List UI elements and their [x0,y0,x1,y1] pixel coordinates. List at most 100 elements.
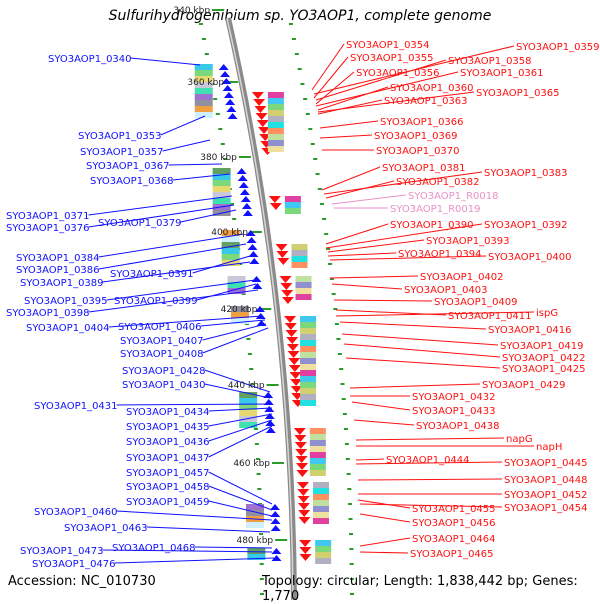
gene-label-forward[interactable]: SYO3AOP1_0384 [16,253,100,264]
gene-label-reverse[interactable]: SYO3AOP1_0370 [376,146,460,157]
gene-arrow-forward [269,504,280,510]
gene-label-reverse[interactable]: SYO3AOP1_0402 [420,272,504,283]
gene-label-reverse[interactable]: SYO3AOP1_0363 [384,96,468,107]
gene-label-forward[interactable]: SYO3AOP1_0389 [20,278,104,289]
gene-label-reverse[interactable]: SYO3AOP1_0422 [502,353,586,364]
gene-label-reverse[interactable]: SYO3AOP1_0394 [398,249,482,260]
gene-label-forward[interactable]: SYO3AOP1_0371 [6,211,90,222]
gene-label-reverse[interactable]: SYO3AOP1_0432 [412,392,496,403]
gene-block [300,334,317,340]
gene-label-forward[interactable]: SYO3AOP1_0435 [126,422,210,433]
gene-label-forward[interactable]: SYO3AOP1_0368 [90,176,174,187]
gene-label-forward[interactable]: SYO3AOP1_0428 [122,366,206,377]
gene-block [245,522,264,528]
gene-label-reverse[interactable]: SYO3AOP1_0455 [412,504,496,515]
gene-label-forward[interactable]: SYO3AOP1_0399 [114,296,198,307]
gene-label-reverse[interactable]: SYO3AOP1_0360 [390,83,474,94]
gene-block [247,548,266,554]
gene-label-forward[interactable]: SYO3AOP1_0395 [24,296,108,307]
callout-line-forward [208,425,273,458]
right-callout-lines [311,43,535,554]
gene-block [194,106,213,112]
gene-label-reverse[interactable]: SYO3AOP1_0464 [412,534,496,545]
gene-label-reverse[interactable]: SYO3AOP1_0433 [412,406,496,417]
gene-label-reverse[interactable]: SYO3AOP1_0425 [502,364,586,375]
gene-label-reverse[interactable]: SYO3AOP1_0390 [390,220,474,231]
gene-label-forward[interactable]: SYO3AOP1_0408 [120,349,204,360]
gene-arrow-reverse [288,358,301,365]
gene-label-forward[interactable]: SYO3AOP1_0398 [6,308,90,319]
gene-label-forward[interactable]: SYO3AOP1_0404 [26,323,110,334]
gene-label-reverse[interactable]: SYO3AOP1_0452 [504,490,588,501]
gene-label-forward[interactable]: SYO3AOP1_0436 [126,437,210,448]
gene-arrow-reverse [251,92,264,99]
gene-label-reverse[interactable]: SYO3AOP1_0454 [504,503,588,514]
gene-block [267,140,284,146]
gene-label-reverse[interactable]: SYO3AOP1_0392 [484,220,568,231]
gene-label-reverse[interactable]: napG [506,434,533,445]
gene-label-reverse[interactable]: SYO3AOP1_0382 [396,177,480,188]
gene-label-reverse[interactable]: SYO3AOP1_0416 [488,325,572,336]
gene-label-reverse[interactable]: SYO3AOP1_0444 [386,455,470,466]
gene-label-reverse[interactable]: SYO3AOP1_0359 [516,42,600,53]
gene-label-forward[interactable]: SYO3AOP1_0391 [110,269,194,280]
gene-label-reverse[interactable]: SYO3AOP1_0356 [356,68,440,79]
gene-label-forward[interactable]: SYO3AOP1_0386 [16,265,100,276]
callout-line-forward [192,255,251,274]
gene-block [300,388,317,394]
gene-label-reverse[interactable]: SYO3AOP1_0365 [476,88,560,99]
gene-label-forward[interactable]: SYO3AOP1_0376 [6,223,90,234]
gene-label-reverse[interactable]: SYO3AOP1_0393 [426,236,510,247]
gene-label-forward[interactable]: SYO3AOP1_0379 [98,218,182,229]
gene-label-forward[interactable]: SYO3AOP1_0357 [80,147,164,158]
gene-label-forward[interactable]: SYO3AOP1_0431 [34,401,118,412]
gene-label-reverse[interactable]: SYO3AOP1_0355 [350,53,434,64]
gene-label-reverse[interactable]: SYO3AOP1_0383 [484,168,568,179]
gene-label-forward[interactable]: SYO3AOP1_0463 [64,523,148,534]
gene-label-reverse[interactable]: ispG [536,308,558,319]
gene-label-forward[interactable]: SYO3AOP1_0460 [34,507,118,518]
gene-label-forward[interactable]: SYO3AOP1_0430 [122,380,206,391]
gene-label-forward[interactable]: SYO3AOP1_0458 [126,482,210,493]
gene-label-reverse[interactable]: SYO3AOP1_0438 [416,421,500,432]
gene-label-reverse[interactable]: SYO3AOP1_0403 [404,285,488,296]
gene-label-forward[interactable]: SYO3AOP1_0406 [118,322,202,333]
gene-block [194,64,213,70]
callout-line-reverse [325,223,389,245]
gene-label-reverse[interactable]: SYO3AOP1_0448 [504,475,588,486]
gene-block [245,510,264,516]
gene-label-reverse[interactable]: SYO3AOP1_0411 [448,311,532,322]
gene-label-reverse[interactable]: SYO3AOP1_0354 [346,40,430,51]
gene-label-reverse[interactable]: SYO3AOP1_0361 [460,68,544,79]
gene-label-forward[interactable]: SYO3AOP1_0353 [78,131,162,142]
gene-label-forward[interactable]: SYO3AOP1_0473 [20,546,104,557]
gene-label-reverse[interactable]: SYO3AOP1_0366 [380,117,464,128]
gene-label-reverse[interactable]: SYO3AOP1_0465 [410,549,494,560]
gene-label-reverse[interactable]: SYO3AOP1_0419 [500,341,584,352]
gene-arrow-forward [264,406,275,412]
gene-label-forward[interactable]: SYO3AOP1_0459 [126,497,210,508]
gene-label-reverse[interactable]: SYO3AOP1_0429 [482,380,566,391]
gene-block [309,428,326,434]
gene-label-forward[interactable]: SYO3AOP1_0437 [126,453,210,464]
gene-label-reverse[interactable]: SYO3AOP1_0409 [434,297,518,308]
gene-label-forward[interactable]: SYO3AOP1_0407 [120,336,204,347]
gene-label-reverse[interactable]: napH [536,442,562,453]
gene-label-reverse[interactable]: SYO3AOP1_0400 [488,252,572,263]
callout-line-reverse [343,343,501,358]
gene-label-reverse[interactable]: SYO3AOP1_0456 [412,518,496,529]
gene-label-forward[interactable]: SYO3AOP1_0434 [126,407,210,418]
gene-label-forward[interactable]: SYO3AOP1_0367 [86,161,170,172]
gene-label-reverse[interactable]: SYO3AOP1_R0019 [390,204,480,215]
gene-label-forward[interactable]: SYO3AOP1_0476 [32,559,116,570]
gene-label-reverse[interactable]: SYO3AOP1_0381 [382,163,466,174]
gene-label-forward[interactable]: SYO3AOP1_0457 [126,468,210,479]
gene-label-reverse[interactable]: SYO3AOP1_0369 [374,131,458,142]
gene-label-reverse[interactable]: SYO3AOP1_0445 [504,458,588,469]
gene-label-forward[interactable]: SYO3AOP1_0468 [112,543,196,554]
gene-label-reverse[interactable]: SYO3AOP1_R0018 [408,191,498,202]
gene-block [295,282,312,288]
gene-label-reverse[interactable]: SYO3AOP1_0358 [448,56,532,67]
gene-label-forward[interactable]: SYO3AOP1_0340 [48,54,132,65]
